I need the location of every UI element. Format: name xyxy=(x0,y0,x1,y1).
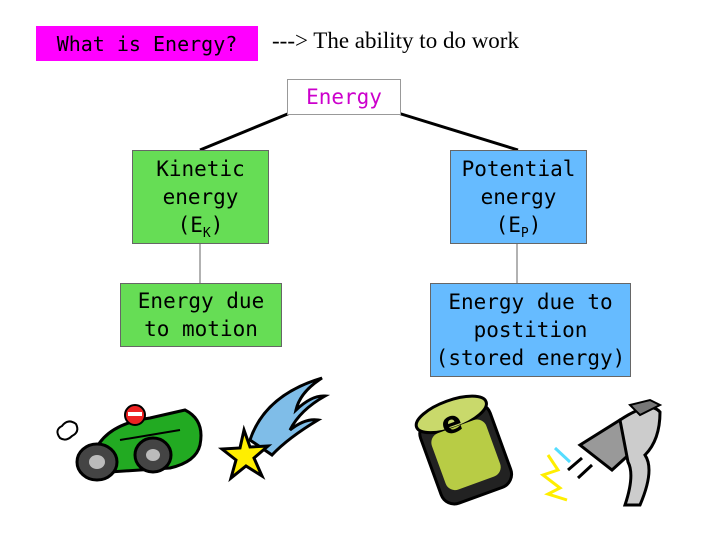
electric-plug-icon xyxy=(543,400,660,505)
battery-icon: e xyxy=(412,389,516,508)
shooting-star-icon xyxy=(222,378,325,478)
race-car-icon xyxy=(57,405,201,480)
